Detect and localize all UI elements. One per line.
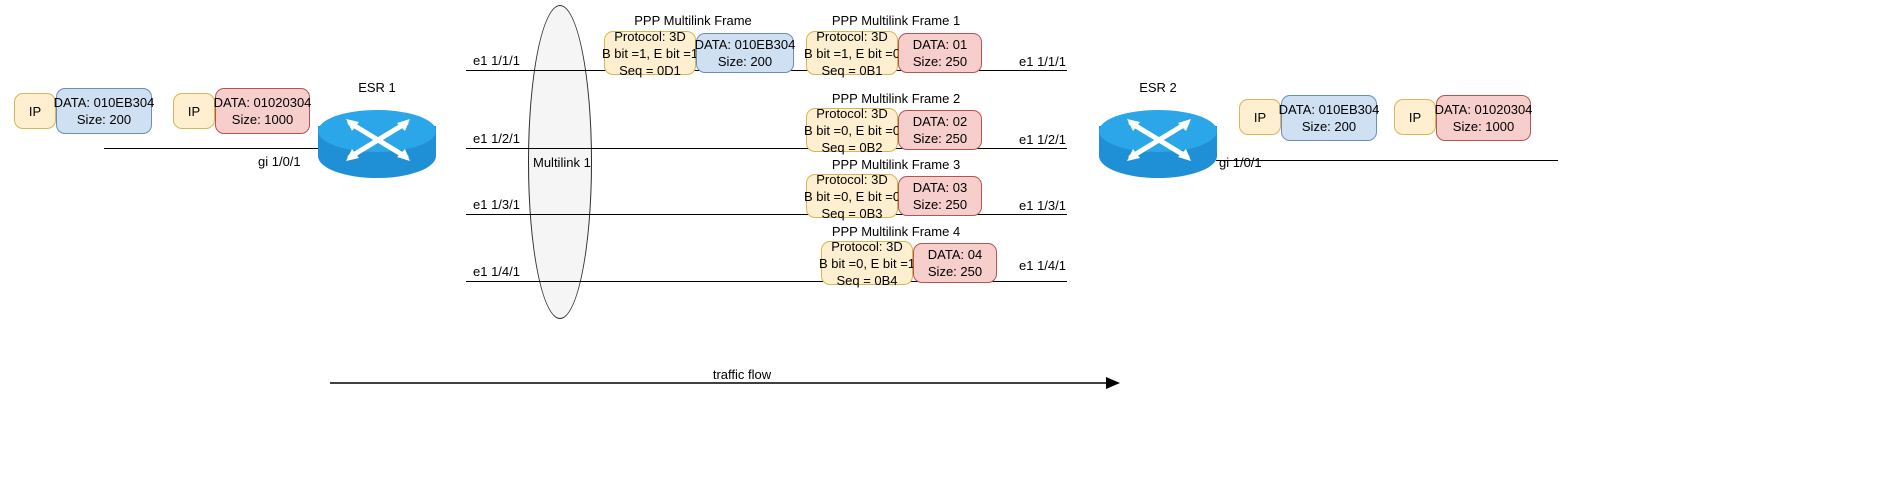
left-packet-1-data: DATA: 010EB304 xyxy=(53,95,155,110)
left-packet-2-payload: DATA: 01020304 Size: 1000 xyxy=(213,88,312,134)
link-1-frame-a-data: DATA: 010EB304 xyxy=(694,37,796,52)
traffic-flow-arrow-icon xyxy=(330,377,1120,389)
link-4-frame-data: DATA: 04 xyxy=(927,247,983,262)
link-4-frame-protocol: Protocol: 3D xyxy=(831,238,903,254)
link-2-frame-payload: DATA: 02 Size: 250 xyxy=(898,110,982,150)
link-1-frame-a-protocol: Protocol: 3D xyxy=(614,28,686,44)
link-3-frame-size: Size: 250 xyxy=(912,197,968,212)
link-3-frame-title: PPP Multilink Frame 3 xyxy=(831,157,961,172)
link-4-frame-title: PPP Multilink Frame 4 xyxy=(831,224,961,239)
left-router-interface-label: gi 1/0/1 xyxy=(258,154,301,169)
link-2-left-interface: e1 1/2/1 xyxy=(473,131,520,146)
right-packet-2-payload: DATA: 01020304 Size: 1000 xyxy=(1434,95,1533,141)
link-2-frame-title: PPP Multilink Frame 2 xyxy=(831,91,961,106)
right-packet-1-size: Size: 200 xyxy=(1301,119,1357,134)
link-4-left-interface: e1 1/4/1 xyxy=(473,264,520,279)
left-packet-2-ip-header: IP xyxy=(173,93,215,129)
right-router-label: ESR 2 xyxy=(1139,80,1177,95)
router-esr-2[interactable] xyxy=(1099,110,1217,188)
link-4-right-interface: e1 1/4/1 xyxy=(1019,258,1066,273)
right-packet-2-ip-header: IP xyxy=(1394,99,1436,135)
right-packet-2-size: Size: 1000 xyxy=(1452,119,1515,134)
link-4-frame-payload: DATA: 04 Size: 250 xyxy=(913,243,997,283)
link-1-left-interface: e1 1/1/1 xyxy=(473,53,520,68)
right-packet-2-data: DATA: 01020304 xyxy=(1434,102,1533,117)
link-1-frame-a-seq: Seq = 0D1 xyxy=(619,62,681,78)
link-3-frame-data: DATA: 03 xyxy=(912,180,968,195)
link-2-right-interface: e1 1/2/1 xyxy=(1019,132,1066,147)
left-packet-1-ip-header: IP xyxy=(14,93,56,129)
link-1-frame-b-header: Protocol: 3D B bit =1, E bit =0 Seq = 0B… xyxy=(803,28,901,78)
multilink-bundle-ellipse xyxy=(528,5,592,319)
right-packet-1-data: DATA: 010EB304 xyxy=(1278,102,1380,117)
right-packet-1-payload: DATA: 010EB304 Size: 200 xyxy=(1278,95,1380,141)
link-1-frame-b-bits: B bit =1, E bit =0 xyxy=(803,45,901,61)
link-4-frame-header: Protocol: 3D B bit =0, E bit =1 Seq = 0B… xyxy=(818,238,916,288)
left-router-label: ESR 1 xyxy=(358,80,396,95)
link-4-frame-size: Size: 250 xyxy=(927,264,983,279)
link-2-frame-data: DATA: 02 xyxy=(912,114,968,129)
router-top xyxy=(318,110,436,152)
router-esr-1[interactable] xyxy=(318,110,436,188)
link-3-left-interface: e1 1/3/1 xyxy=(473,197,520,212)
link-2-frame-header: Protocol: 3D B bit =0, E bit =0 Seq = 0B… xyxy=(803,105,901,155)
router-top xyxy=(1099,110,1217,152)
right-lan-line xyxy=(1216,160,1558,161)
link-1-frame-a-size: Size: 200 xyxy=(717,54,773,69)
left-lan-line xyxy=(104,148,358,149)
link-3-frame-protocol: Protocol: 3D xyxy=(816,171,888,187)
link-3-line xyxy=(466,214,1067,215)
router-arrows-icon xyxy=(1127,119,1191,161)
link-1-frame-b-payload: DATA: 01 Size: 250 xyxy=(898,33,982,73)
link-2-frame-size: Size: 250 xyxy=(912,131,968,146)
left-packet-2-size: Size: 1000 xyxy=(231,112,294,127)
left-packet-1-size: Size: 200 xyxy=(76,112,132,127)
link-1-frame-a-bits: B bit =1, E bit =1 xyxy=(601,45,699,61)
link-3-frame-seq: Seq = 0B3 xyxy=(821,205,883,221)
right-router-interface-label: gi 1/0/1 xyxy=(1219,155,1262,170)
left-packet-2-ip-label: IP xyxy=(187,103,201,119)
left-packet-1-ip-label: IP xyxy=(28,103,42,119)
right-packet-1-ip-header: IP xyxy=(1239,99,1281,135)
link-1-frame-a-title: PPP Multilink Frame xyxy=(634,13,752,28)
link-1-frame-a-header: Protocol: 3D B bit =1, E bit =1 Seq = 0D… xyxy=(601,28,699,78)
link-2-frame-protocol: Protocol: 3D xyxy=(816,105,888,121)
multilink-bundle-label: Multilink 1 xyxy=(533,155,591,170)
link-4-line xyxy=(466,281,1067,282)
traffic-flow-label: traffic flow xyxy=(712,367,772,382)
link-4-frame-seq: Seq = 0B4 xyxy=(836,272,898,288)
link-1-right-interface: e1 1/1/1 xyxy=(1019,54,1066,69)
link-1-frame-b-seq: Seq = 0B1 xyxy=(821,62,883,78)
link-1-frame-b-protocol: Protocol: 3D xyxy=(816,28,888,44)
right-packet-2-ip-label: IP xyxy=(1408,109,1422,125)
right-packet-1-ip-label: IP xyxy=(1253,109,1267,125)
left-packet-2-data: DATA: 01020304 xyxy=(213,95,312,110)
link-2-frame-bits: B bit =0, E bit =0 xyxy=(803,122,901,138)
link-4-frame-bits: B bit =0, E bit =1 xyxy=(818,255,916,271)
link-2-line xyxy=(466,148,1067,149)
link-3-frame-payload: DATA: 03 Size: 250 xyxy=(898,176,982,216)
link-1-frame-b-data: DATA: 01 xyxy=(912,37,968,52)
router-arrows-icon xyxy=(346,119,410,161)
link-3-right-interface: e1 1/3/1 xyxy=(1019,198,1066,213)
link-3-frame-bits: B bit =0, E bit =0 xyxy=(803,188,901,204)
link-1-frame-a-payload: DATA: 010EB304 Size: 200 xyxy=(694,33,796,73)
link-1-frame-b-size: Size: 250 xyxy=(912,54,968,69)
left-packet-1-payload: DATA: 010EB304 Size: 200 xyxy=(53,88,155,134)
link-1-frame-b-title: PPP Multilink Frame 1 xyxy=(831,13,961,28)
link-2-frame-seq: Seq = 0B2 xyxy=(821,139,883,155)
link-3-frame-header: Protocol: 3D B bit =0, E bit =0 Seq = 0B… xyxy=(803,171,901,221)
